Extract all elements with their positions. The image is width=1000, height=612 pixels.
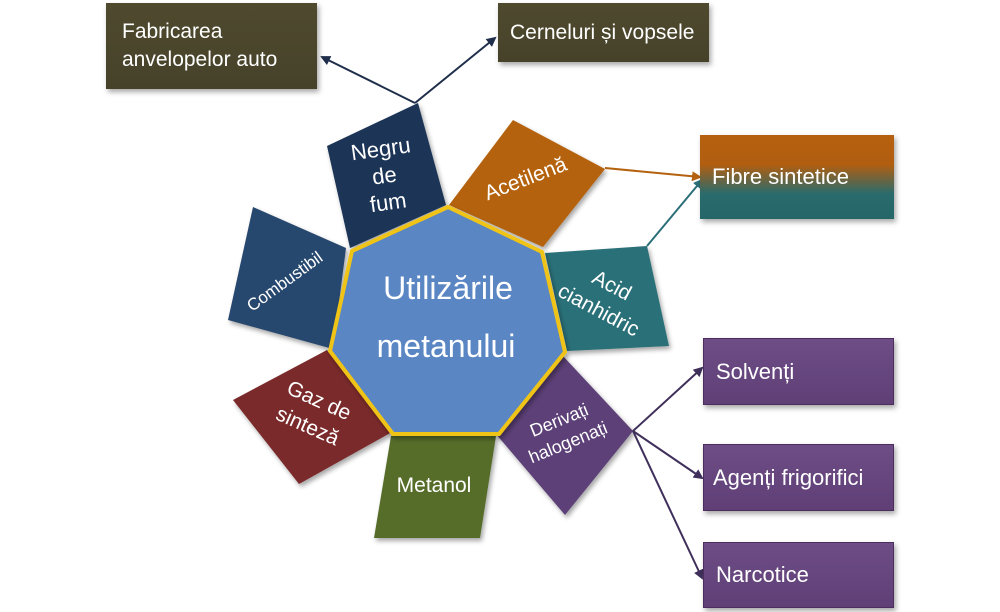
arrow-to-agenti [632,430,704,480]
arrow-acid-to-fibre [646,178,704,247]
box-agenti-label: Agenți frigorifici [713,464,864,490]
box-cerneluri-vopsele: Cerneluri și vopsele [498,3,709,62]
box-fibre-sintetice: Fibre sintetice [700,135,894,219]
box-fibre-label: Fibre sintetice [712,164,849,189]
arrow-to-solventi [632,366,704,432]
petal-acetilena: Acetilenă [449,120,605,247]
petal-negru-label-3: fum [368,187,408,217]
box-solventi: Solvenți [703,338,894,405]
arrow-to-narcotice [632,430,704,580]
petal-acid-cianhidric: Acid cianhidric [545,246,669,351]
box-agenti-frigorifici: Agenți frigorifici [703,444,894,511]
arrow-to-cerneluri [414,36,497,104]
box-fabricarea-anvelopelor: Fabricarea anvelopelor auto [106,3,317,89]
petal-negru-label-2: de [371,161,399,189]
center-title-line2: metanului [377,328,516,364]
petal-combustibil: Combustibil [228,207,346,349]
box-solventi-label: Solvenți [716,358,795,384]
box-fabricarea-line1: Fabricarea [122,20,223,43]
box-narcotice: Narcotice [703,542,894,608]
arrow-acetilena-to-fibre [604,167,702,182]
petal-negru-de-fum: Negru de fum [327,103,446,248]
box-narcotice-label: Narcotice [716,562,809,587]
center-title-line1: Utilizările [383,270,513,306]
arrow-to-fabricarea [320,56,416,104]
box-fabricarea-line2: anvelopelor auto [122,48,278,71]
center-heptagon: Utilizările metanului [327,204,568,436]
petal-metanol-label: Metanol [397,474,472,497]
petal-metanol: Metanol [374,436,496,538]
box-cerneluri-label: Cerneluri și vopsele [510,20,695,44]
